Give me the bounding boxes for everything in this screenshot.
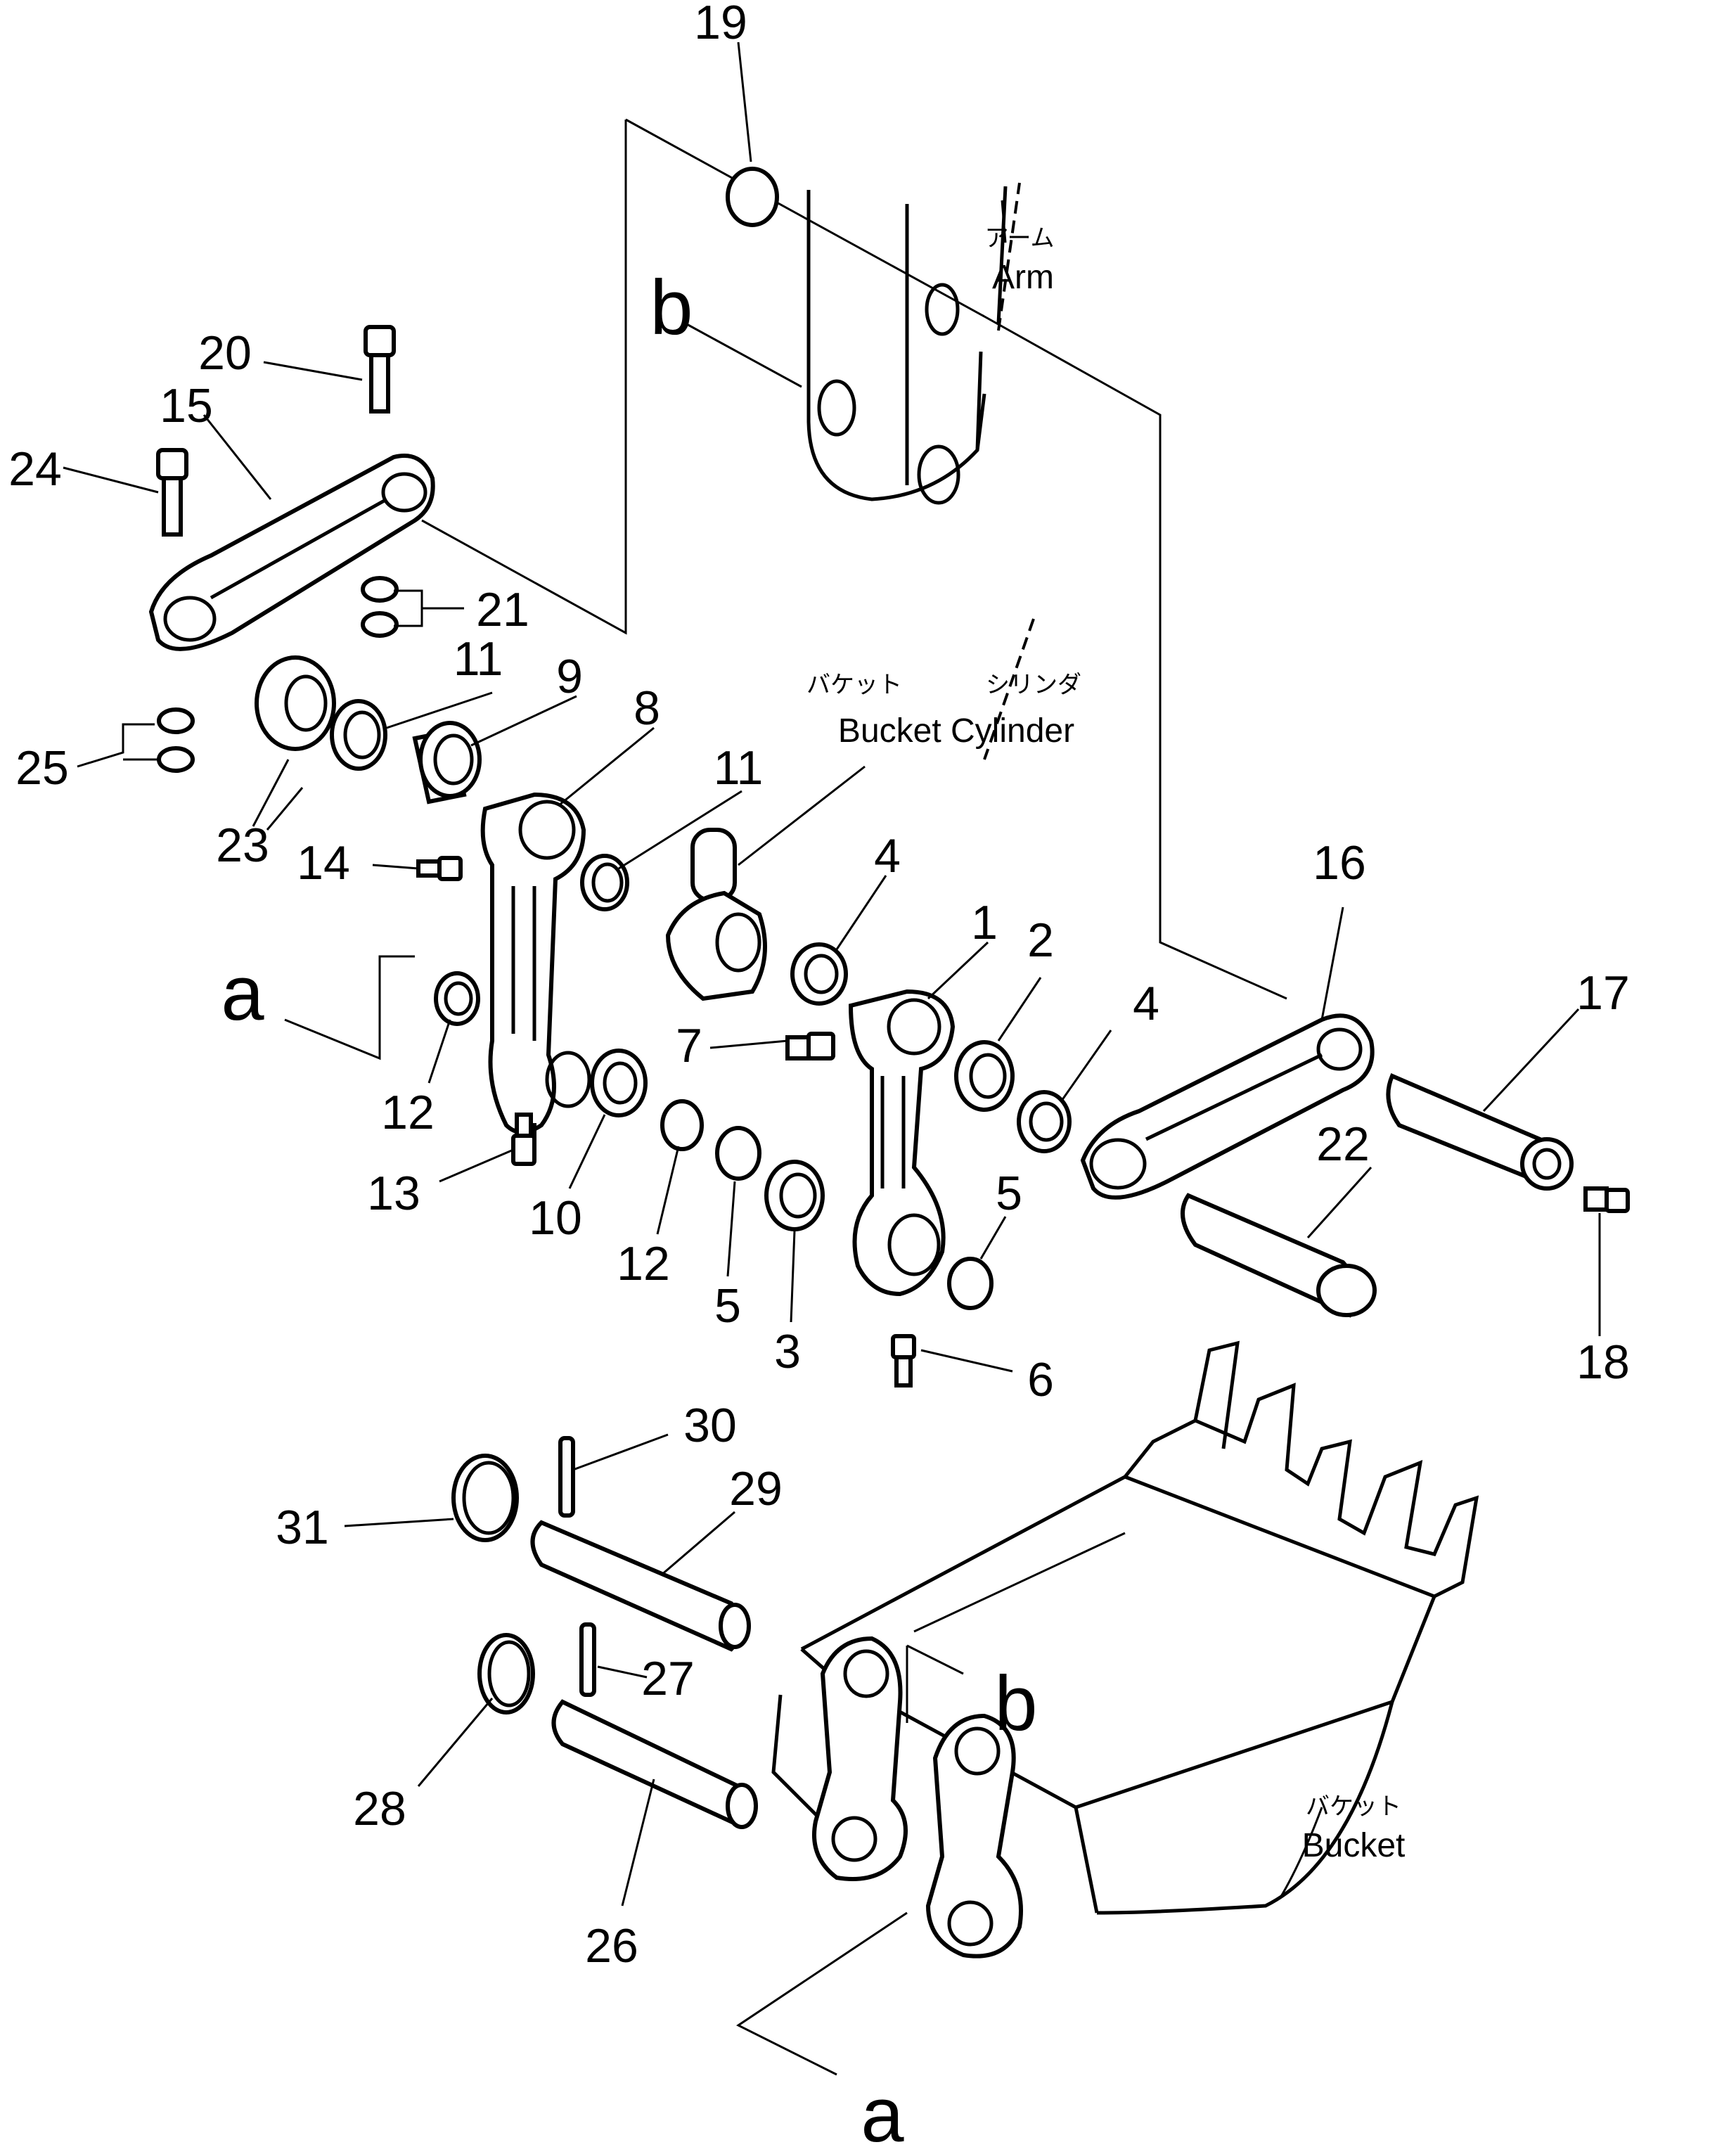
callout-5a: 5 (714, 1279, 741, 1333)
callout-3: 3 (774, 1325, 801, 1378)
callout-5b: 5 (996, 1167, 1022, 1220)
ref-a-bottom: a (861, 2072, 904, 2147)
bushing-2 (954, 1040, 1015, 1112)
callout-29: 29 (729, 1462, 783, 1515)
bolt-20 (364, 325, 396, 414)
callout-11b: 11 (714, 741, 764, 795)
bolt-24 (156, 448, 188, 537)
bucket-label-jp: バケット (806, 671, 902, 699)
callout-17: 17 (1576, 966, 1630, 1020)
callout-25: 25 (15, 741, 69, 795)
bearing-11b (580, 854, 629, 911)
bushing-10 (590, 1049, 648, 1117)
pin-26 (551, 1699, 758, 1829)
callout-23: 23 (216, 819, 269, 872)
callout-13: 13 (367, 1167, 420, 1220)
bearing-12b (660, 1099, 704, 1151)
shim-23 (255, 655, 336, 751)
ref-b-top: b (650, 264, 693, 351)
fitting-7 (785, 1032, 835, 1060)
bucket-cylinder-end (665, 828, 767, 1001)
callout-30: 30 (683, 1399, 737, 1452)
callout-10: 10 (529, 1191, 582, 1245)
callout-14: 14 (297, 836, 350, 890)
bearing-5b (947, 1257, 994, 1310)
callout-12b: 12 (617, 1237, 670, 1290)
pin-29 (530, 1520, 751, 1652)
callout-28: 28 (353, 1782, 406, 1835)
callout-22: 22 (1316, 1117, 1370, 1171)
pin-22 (1181, 1193, 1377, 1318)
arm-label-jp: アーム (985, 224, 1055, 252)
bushing-9 (412, 721, 482, 805)
link-16 (1080, 1013, 1375, 1200)
pin-17 (1386, 1073, 1574, 1191)
callout-9: 9 (556, 650, 583, 703)
pin-30 (558, 1436, 575, 1518)
ring-28 (477, 1633, 535, 1715)
ref-a-top: a (221, 950, 264, 1037)
callout-18: 18 (1576, 1335, 1630, 1389)
callout-11a: 11 (454, 632, 503, 686)
bucket-bottom-label-jp: バケット (1306, 1793, 1401, 1821)
callout-31: 31 (276, 1501, 329, 1554)
fitting-6 (891, 1334, 916, 1387)
bushing-3 (764, 1160, 825, 1231)
callout-2: 2 (1027, 914, 1054, 967)
bearing-4a (790, 942, 848, 1006)
callout-15: 15 (160, 379, 213, 432)
callout-27: 27 (641, 1652, 695, 1705)
callout-26: 26 (585, 1919, 638, 1973)
callout-8: 8 (634, 681, 660, 735)
arm-label-en: Arm (992, 259, 1054, 296)
callout-numbers: 19 20 15 24 21 25 23 11 9 8 14 11 4 12 1… (8, 0, 1630, 1973)
leader-lines (63, 41, 1601, 1906)
bearing-12a (434, 971, 480, 1026)
pin-27 (579, 1622, 596, 1697)
bearing-11a (330, 699, 387, 771)
bucket-part (771, 1340, 1479, 1959)
fitting-18 (1583, 1186, 1630, 1213)
callout-4b: 4 (1133, 977, 1159, 1030)
callout-7: 7 (676, 1019, 702, 1072)
link-15 (148, 454, 435, 651)
fitting-14 (416, 856, 463, 881)
link-8 (480, 792, 591, 1141)
callout-24: 24 (8, 442, 62, 496)
callout-21: 21 (476, 583, 529, 636)
washer-19 (726, 167, 779, 227)
bucket-cylinder-label-en: Bucket Cylinder (838, 712, 1074, 750)
nuts-21 (361, 576, 399, 638)
callout-4a: 4 (874, 829, 901, 883)
arm-part (806, 186, 1008, 505)
link-1 (848, 989, 956, 1297)
bucket-bottom-label-en: Bucket (1302, 1827, 1406, 1864)
callout-20: 20 (198, 326, 252, 380)
callout-6: 6 (1027, 1353, 1054, 1406)
fitting-13 (511, 1113, 536, 1166)
cylinder-label-jp: シリンダ (986, 671, 1081, 699)
ref-b-bottom: b (994, 1660, 1037, 1747)
bearing-5a (715, 1126, 761, 1181)
ring-31 (451, 1454, 519, 1542)
callout-12a: 12 (381, 1086, 435, 1139)
bearing-4b (1017, 1090, 1072, 1153)
callout-19: 19 (694, 0, 747, 49)
callout-16: 16 (1313, 836, 1366, 890)
nuts-25 (157, 707, 195, 773)
callout-1: 1 (971, 896, 998, 949)
